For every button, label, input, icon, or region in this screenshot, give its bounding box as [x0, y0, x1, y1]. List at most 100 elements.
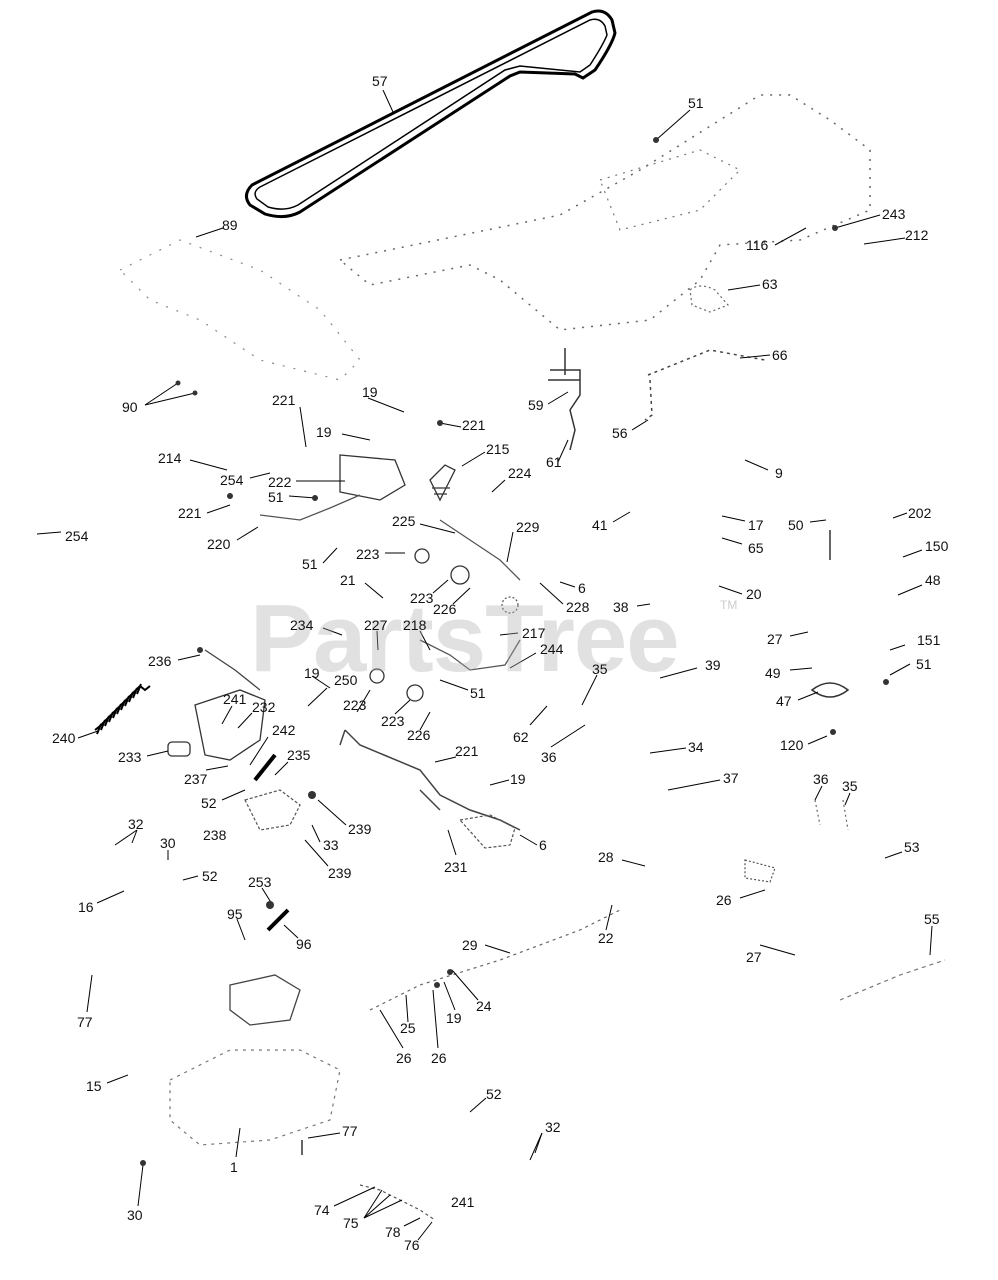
callout-227: 227 — [364, 617, 388, 633]
callout-16: 16 — [78, 899, 94, 915]
callout-223: 223 — [356, 546, 380, 562]
callout-232: 232 — [252, 699, 276, 715]
callout-6: 6 — [578, 580, 586, 596]
callout-32: 32 — [128, 816, 144, 832]
drive-belt — [245, 9, 617, 219]
upper-frame-detail — [599, 149, 742, 231]
washer-223 — [414, 548, 430, 564]
callout-238: 238 — [203, 827, 227, 843]
callout-234: 234 — [290, 617, 314, 633]
pin-36-35 — [814, 799, 849, 831]
callout-27: 27 — [746, 949, 762, 965]
callout-32: 32 — [545, 1119, 561, 1135]
callout-223: 223 — [343, 697, 367, 713]
pivot-arm — [259, 494, 521, 581]
pedal-arm — [244, 789, 301, 831]
callout-74: 74 — [314, 1202, 330, 1218]
callout-75: 75 — [343, 1215, 359, 1231]
callout-221: 221 — [455, 743, 479, 759]
callout-51: 51 — [302, 556, 318, 572]
callout-21: 21 — [340, 572, 356, 588]
hardware-marks — [140, 137, 889, 1166]
callout-36: 36 — [541, 749, 557, 765]
callout-49: 49 — [765, 665, 781, 681]
washer-223b — [450, 565, 470, 585]
callout-41: 41 — [592, 517, 608, 533]
callout-30: 30 — [160, 835, 176, 851]
callout-76: 76 — [404, 1237, 420, 1253]
callout-48: 48 — [925, 572, 941, 588]
washers-74-76 — [359, 1184, 436, 1221]
callout-236: 236 — [148, 653, 172, 669]
callout-150: 150 — [925, 538, 949, 554]
callout-223: 223 — [410, 590, 434, 606]
callout-25: 25 — [400, 1020, 416, 1036]
callout-19: 19 — [446, 1010, 462, 1026]
callout-65: 65 — [748, 540, 764, 556]
callout-56: 56 — [612, 425, 628, 441]
callout-35: 35 — [842, 778, 858, 794]
bracket-59 — [548, 348, 581, 451]
callout-51: 51 — [470, 685, 486, 701]
axle-rod — [369, 909, 621, 1011]
callout-51: 51 — [688, 95, 704, 111]
callout-151: 151 — [917, 632, 941, 648]
callout-237: 237 — [184, 771, 208, 787]
callout-226: 226 — [407, 727, 431, 743]
callout-30: 30 — [127, 1207, 143, 1223]
partstree-watermark: PartsTree — [250, 585, 680, 692]
bushing-228 — [501, 596, 519, 614]
callout-217: 217 — [522, 625, 546, 641]
callout-62: 62 — [513, 729, 529, 745]
callout-55: 55 — [924, 911, 940, 927]
frame-outline — [338, 94, 871, 331]
callout-202: 202 — [908, 505, 932, 521]
drive-belt-inner — [254, 18, 608, 210]
callout-22: 22 — [598, 930, 614, 946]
callout-15: 15 — [86, 1078, 102, 1094]
callout-253: 253 — [248, 874, 272, 890]
callout-95: 95 — [227, 906, 243, 922]
callout-19: 19 — [362, 384, 378, 400]
callout-19: 19 — [304, 665, 320, 681]
callout-9: 9 — [775, 465, 783, 481]
callout-239: 239 — [348, 821, 372, 837]
callout-254: 254 — [220, 472, 244, 488]
callout-51: 51 — [268, 489, 284, 505]
callout-222: 222 — [268, 474, 292, 490]
callout-221: 221 — [462, 417, 486, 433]
callout-51: 51 — [916, 656, 932, 672]
callout-33: 33 — [323, 837, 339, 853]
bushing-233 — [167, 741, 191, 757]
callout-26: 26 — [396, 1050, 412, 1066]
callout-59: 59 — [528, 397, 544, 413]
callout-26: 26 — [716, 892, 732, 908]
callout-212: 212 — [905, 227, 929, 243]
callout-224: 224 — [508, 465, 532, 481]
spring-96 — [266, 908, 290, 932]
lever-arm — [339, 729, 521, 831]
callout-38: 38 — [613, 599, 629, 615]
callout-116: 116 — [746, 237, 769, 253]
callout-214: 214 — [158, 450, 182, 466]
central-housing — [339, 454, 406, 501]
callout-47: 47 — [776, 693, 792, 709]
callout-241: 241 — [223, 691, 247, 707]
deck-outline — [118, 239, 361, 381]
spring-240 — [94, 683, 151, 735]
callout-63: 63 — [762, 276, 778, 292]
callout-66: 66 — [772, 347, 788, 363]
callout-239: 239 — [328, 865, 352, 881]
callout-57: 57 — [372, 73, 388, 89]
callout-243: 243 — [882, 206, 906, 222]
callout-231: 231 — [444, 859, 468, 875]
washer-223d — [406, 684, 424, 702]
washer-223c — [369, 668, 385, 684]
trademark-mark: TM — [720, 598, 738, 612]
callout-225: 225 — [392, 513, 416, 529]
callout-17: 17 — [748, 517, 764, 533]
callout-235: 235 — [287, 747, 311, 763]
callout-250: 250 — [334, 672, 358, 688]
callout-220: 220 — [207, 536, 231, 552]
callout-242: 242 — [272, 722, 296, 738]
